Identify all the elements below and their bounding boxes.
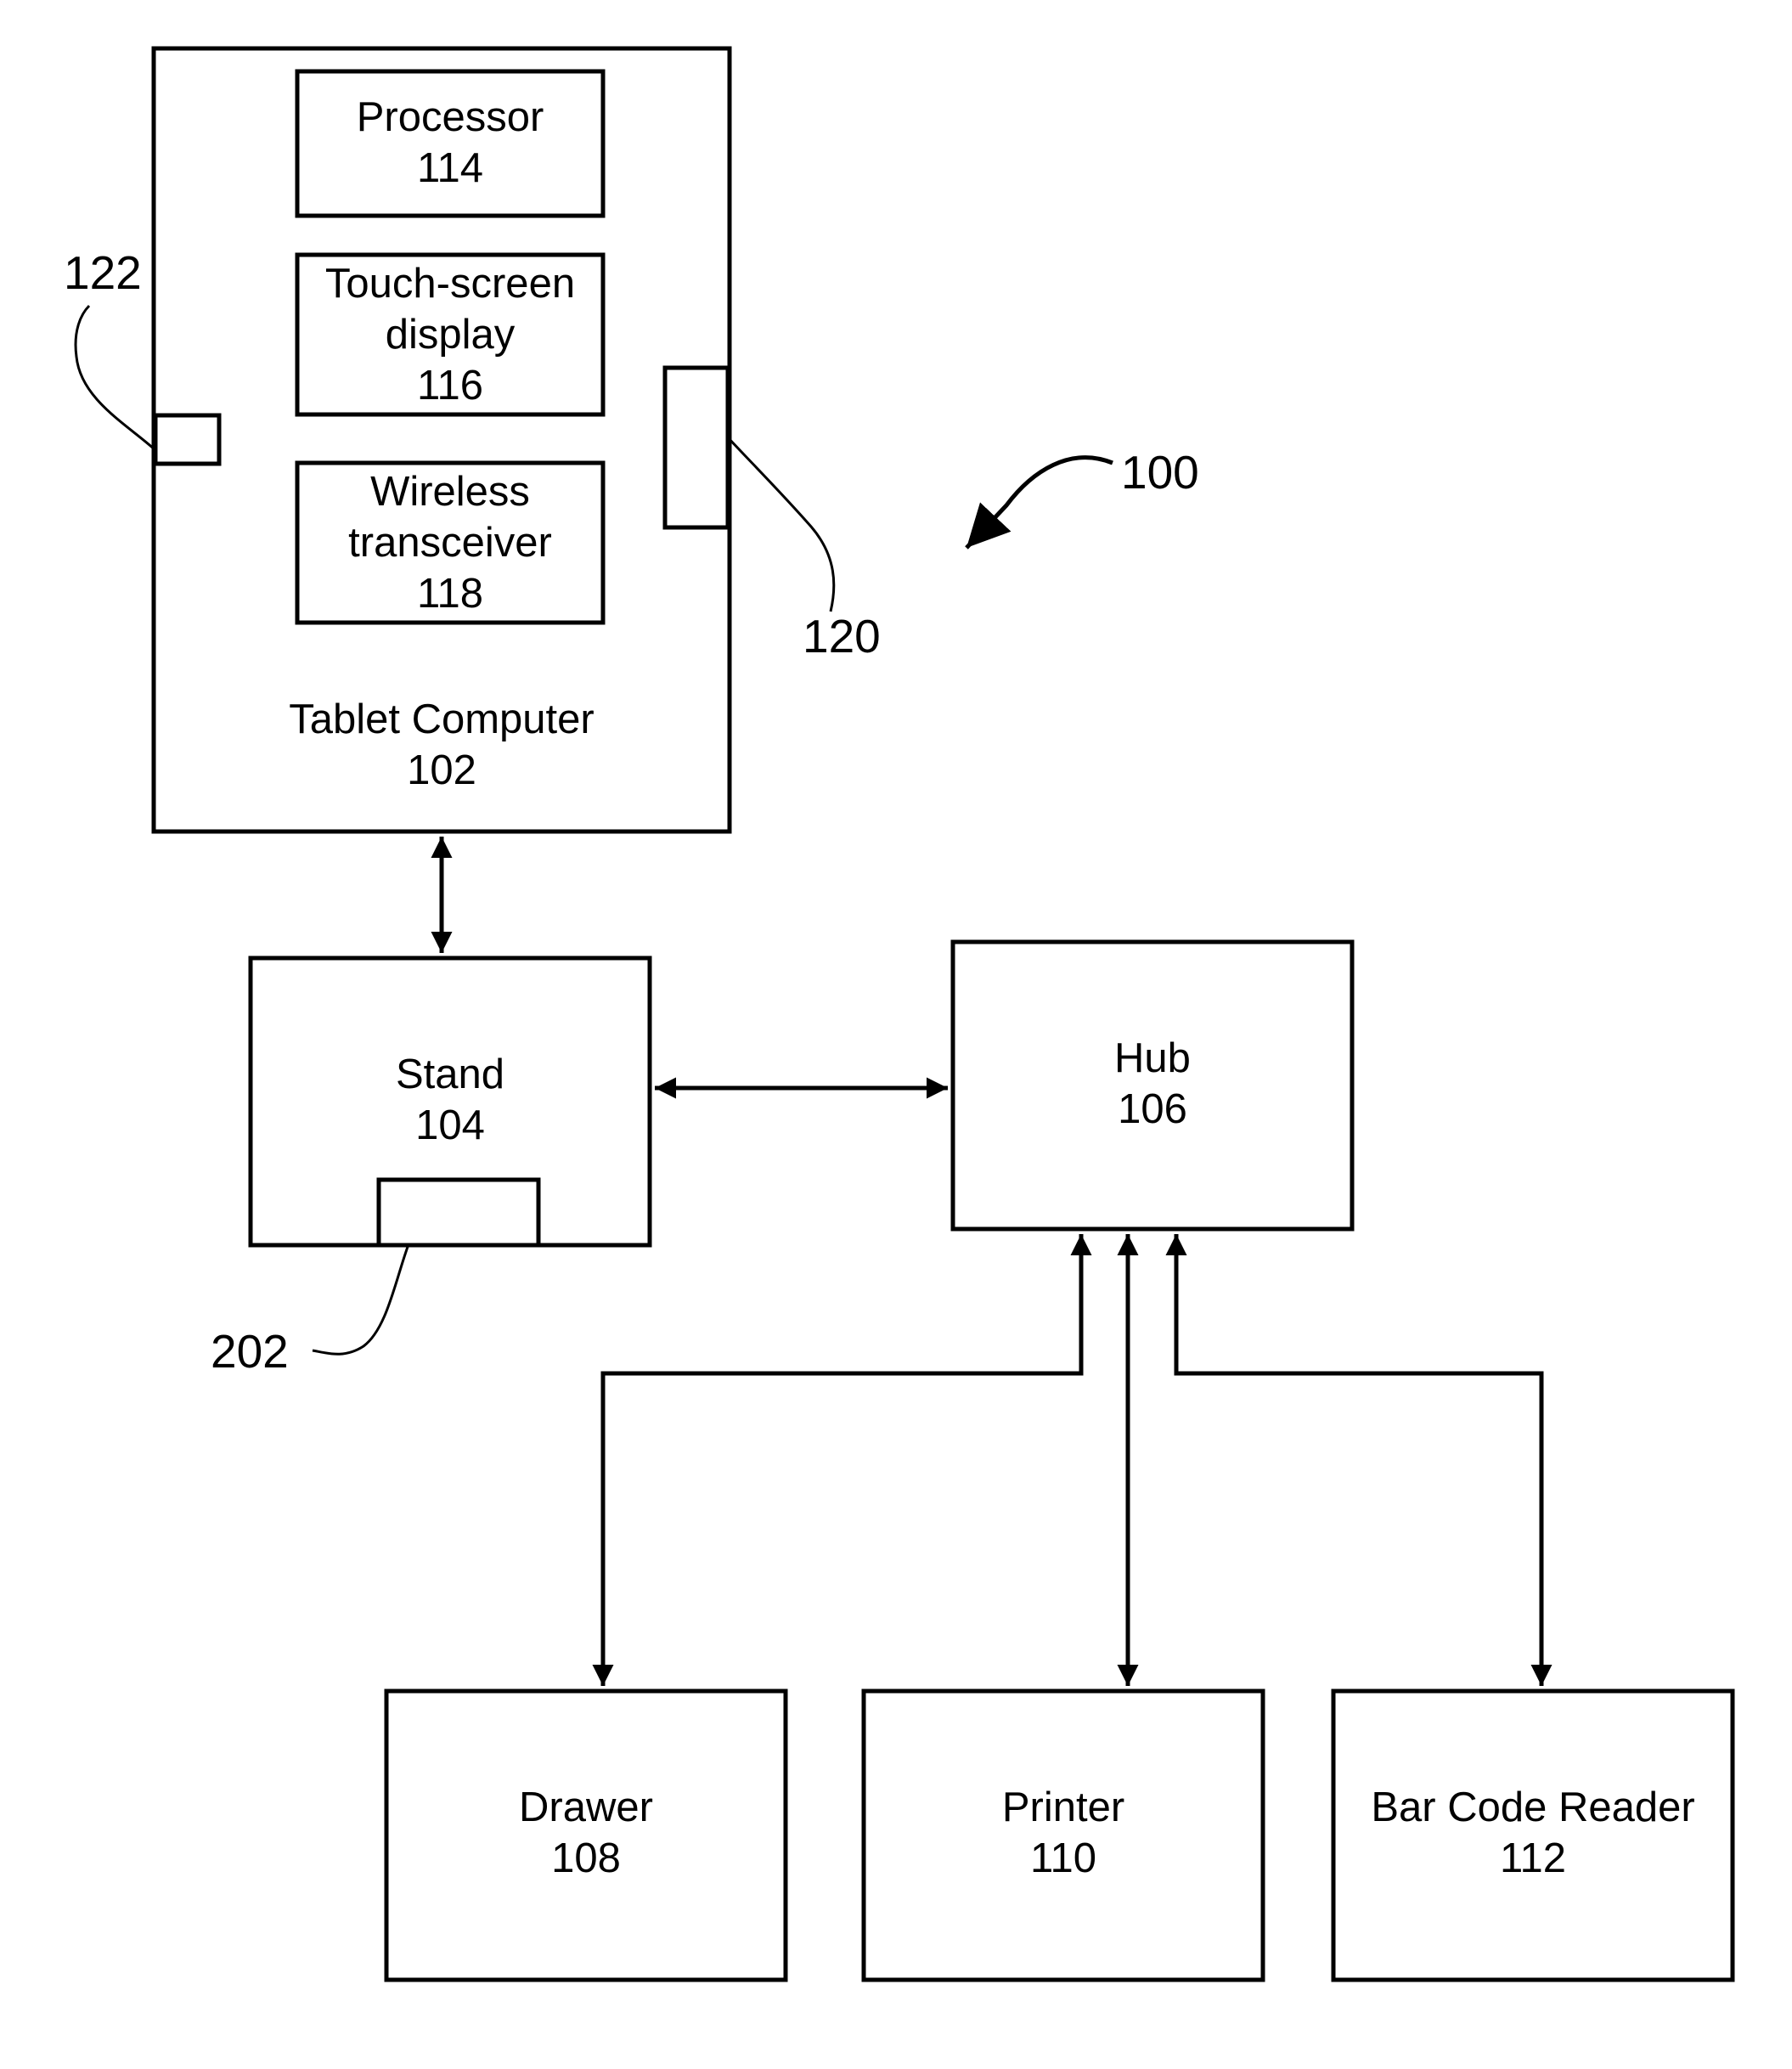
barcode-reader-number: 112 — [1500, 1835, 1566, 1881]
processor-number: 114 — [417, 145, 483, 191]
stand-port-ref: 202 — [211, 1325, 289, 1378]
hub-barcode-connector — [1176, 1234, 1541, 1686]
stand-port-leader — [313, 1247, 408, 1354]
stand-label: Stand — [396, 1051, 504, 1097]
hub-number: 106 — [1118, 1086, 1187, 1132]
tablet-computer-number: 102 — [407, 747, 476, 793]
barcode-reader-label: Bar Code Reader — [1371, 1784, 1694, 1830]
touchscreen-label-line1: Touch-screen — [325, 261, 575, 307]
stand-number: 104 — [415, 1102, 485, 1148]
printer-block: Printer 110 — [864, 1691, 1263, 1980]
hub-label: Hub — [1114, 1035, 1191, 1081]
tablet-left-port-leader — [76, 306, 155, 450]
touchscreen-label-line2: display — [386, 312, 516, 358]
stand-block: Stand 104 — [251, 958, 650, 1245]
drawer-block: Drawer 108 — [386, 1691, 786, 1980]
wireless-label-line2: transceiver — [348, 520, 552, 566]
printer-number: 110 — [1030, 1835, 1096, 1881]
barcode-reader-block: Bar Code Reader 112 — [1333, 1691, 1733, 1980]
tablet-left-port-ref: 122 — [64, 246, 142, 299]
processor-label: Processor — [357, 94, 544, 140]
wireless-transceiver-block: Wireless transceiver 118 — [297, 463, 603, 623]
touchscreen-number: 116 — [417, 363, 483, 409]
drawer-label: Drawer — [519, 1784, 653, 1830]
system-ref-arrow — [966, 458, 1113, 548]
touchscreen-display-block: Touch-screen display 116 — [297, 255, 603, 414]
processor-block: Processor 114 — [297, 71, 603, 216]
hub-drawer-connector — [603, 1234, 1081, 1686]
tablet-left-port — [155, 415, 219, 464]
wireless-label-line1: Wireless — [370, 469, 530, 515]
wireless-number: 118 — [417, 571, 483, 617]
tablet-right-port-ref: 120 — [803, 610, 881, 662]
drawer-number: 108 — [551, 1835, 621, 1881]
stand-port — [379, 1180, 538, 1245]
tablet-computer-label: Tablet Computer — [289, 696, 595, 742]
printer-label: Printer — [1002, 1784, 1124, 1830]
system-ref: 100 — [1121, 446, 1199, 499]
tablet-right-port-leader — [728, 437, 834, 612]
tablet-right-port — [665, 368, 728, 527]
hub-block: Hub 106 — [953, 942, 1352, 1229]
